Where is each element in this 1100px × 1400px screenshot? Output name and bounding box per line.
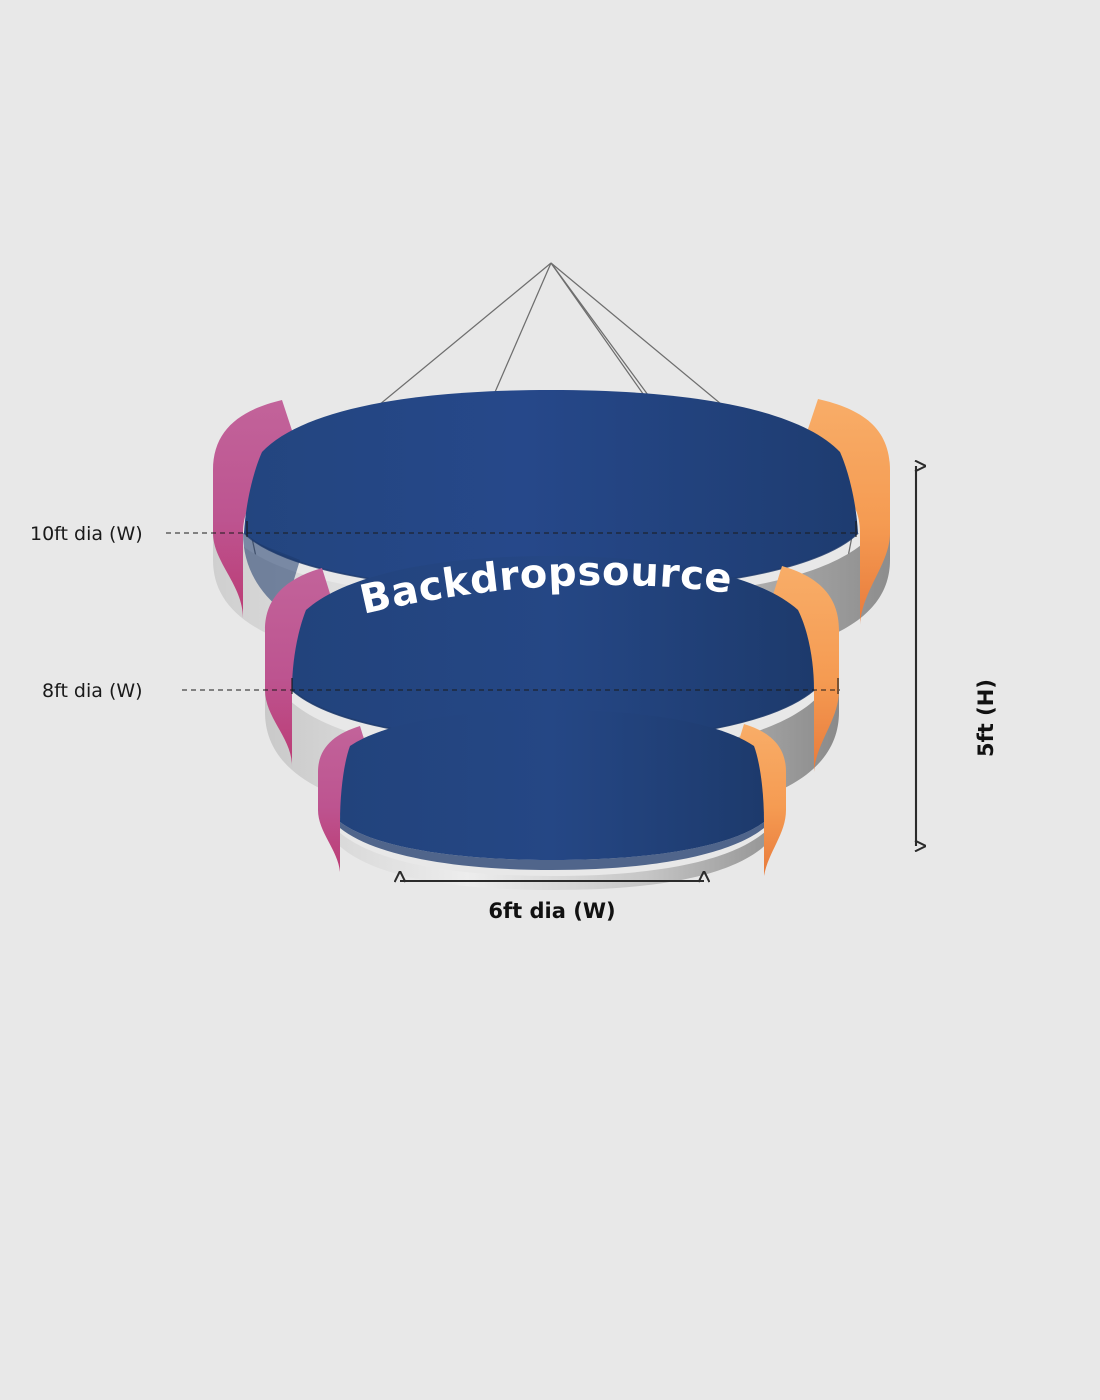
ring-bottom-front-lip bbox=[340, 822, 764, 870]
dimension-label-5ft-height: 5ft (H) bbox=[974, 679, 998, 757]
ring-bottom-band-navy bbox=[340, 710, 764, 860]
dimension-label-6ft: 6ft dia (W) bbox=[488, 899, 615, 923]
ring-top-band-navy bbox=[244, 390, 858, 592]
dimension-height: 5ft (H) bbox=[916, 466, 998, 846]
dimension-label-10ft: 10ft dia (W) bbox=[30, 523, 143, 545]
dimension-label-8ft: 8ft dia (W) bbox=[42, 680, 143, 702]
dimension-top-ring: 10ft dia (W) bbox=[30, 521, 858, 545]
dimension-middle-ring: 8ft dia (W) bbox=[42, 678, 840, 702]
ring-middle-band-navy bbox=[292, 556, 814, 742]
ring-bottom-6ft bbox=[318, 710, 786, 890]
dimension-bottom-ring: 6ft dia (W) bbox=[400, 881, 704, 923]
